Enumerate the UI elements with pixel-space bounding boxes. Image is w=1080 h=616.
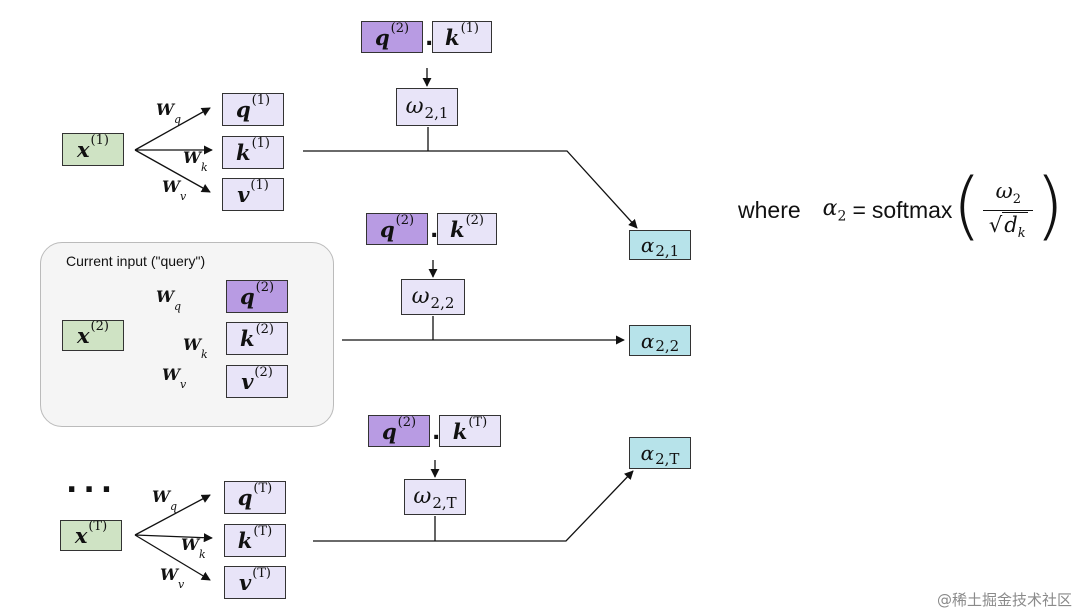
dot-operator-T: . <box>432 420 441 445</box>
watermark: @稀土掘金技术社区 <box>936 591 1072 609</box>
x-box-T: x(T) <box>60 520 122 551</box>
formula-equals: = <box>852 196 866 223</box>
k-box-1: k(1) <box>222 136 284 169</box>
x-box-2: x(2) <box>62 320 124 351</box>
q-box-T: q(T) <box>224 481 286 514</box>
wk-label-T: Wk <box>181 535 206 562</box>
arrow-xT-vT <box>134 534 211 581</box>
v-box-2: v(2) <box>226 365 288 398</box>
where-label: where <box>738 196 801 223</box>
q-box-1: q(1) <box>222 93 284 126</box>
wq-label-1: Wq <box>156 100 182 127</box>
wv-label-T: Wv <box>160 565 185 592</box>
dot-k-box-T: k(T) <box>439 415 501 447</box>
dot-q-box-1: q(2) <box>361 21 423 53</box>
x-box-1: x(1) <box>62 133 124 166</box>
arrow-x1-v1 <box>134 149 211 193</box>
arrow-xT-qT <box>134 494 211 536</box>
k-box-2: k(2) <box>226 322 288 355</box>
wv-label-1: Wv <box>162 177 187 204</box>
v-box-1: v(1) <box>222 178 284 211</box>
dot-q-box-T: q(2) <box>368 415 430 447</box>
ellipsis: ... <box>66 465 119 500</box>
dot-k-box-1: k(1) <box>432 21 492 53</box>
fraction-numerator: ω2 <box>983 179 1034 211</box>
dot-operator-1: . <box>425 26 434 51</box>
arrow-x1-q1 <box>134 107 211 151</box>
arrow-xT-kT <box>134 533 213 543</box>
wv-label-2: Wv <box>162 365 187 392</box>
fraction-denominator: √dk <box>988 211 1028 241</box>
right-paren: ) <box>1035 163 1065 249</box>
formula-softmax: softmax <box>871 196 953 223</box>
wk-label-2: Wk <box>183 335 208 362</box>
q-box-2-query: q(2) <box>226 280 288 313</box>
formula-alpha: α2 <box>822 195 847 225</box>
formula-fraction: ω2 √dk <box>983 179 1034 241</box>
arrow-k1-alpha21 <box>303 150 638 229</box>
v-box-T: v(T) <box>224 566 286 599</box>
wq-label-T: Wq <box>152 487 178 514</box>
dot-q-box-2: q(2) <box>366 213 428 245</box>
dot-operator-2: . <box>430 218 439 243</box>
softmax-formula: where α2 = softmax ( ω2 √dk ) <box>738 163 1065 250</box>
wq-label-2: Wq <box>156 287 182 314</box>
left-paren: ( <box>952 163 982 249</box>
k-box-T: k(T) <box>224 524 286 557</box>
current-input-label: Current input ("query") <box>66 253 206 269</box>
dot-k-box-2: k(2) <box>437 213 497 245</box>
wk-label-1: Wk <box>183 148 208 175</box>
arrow-kT-alpha2T <box>313 470 634 542</box>
